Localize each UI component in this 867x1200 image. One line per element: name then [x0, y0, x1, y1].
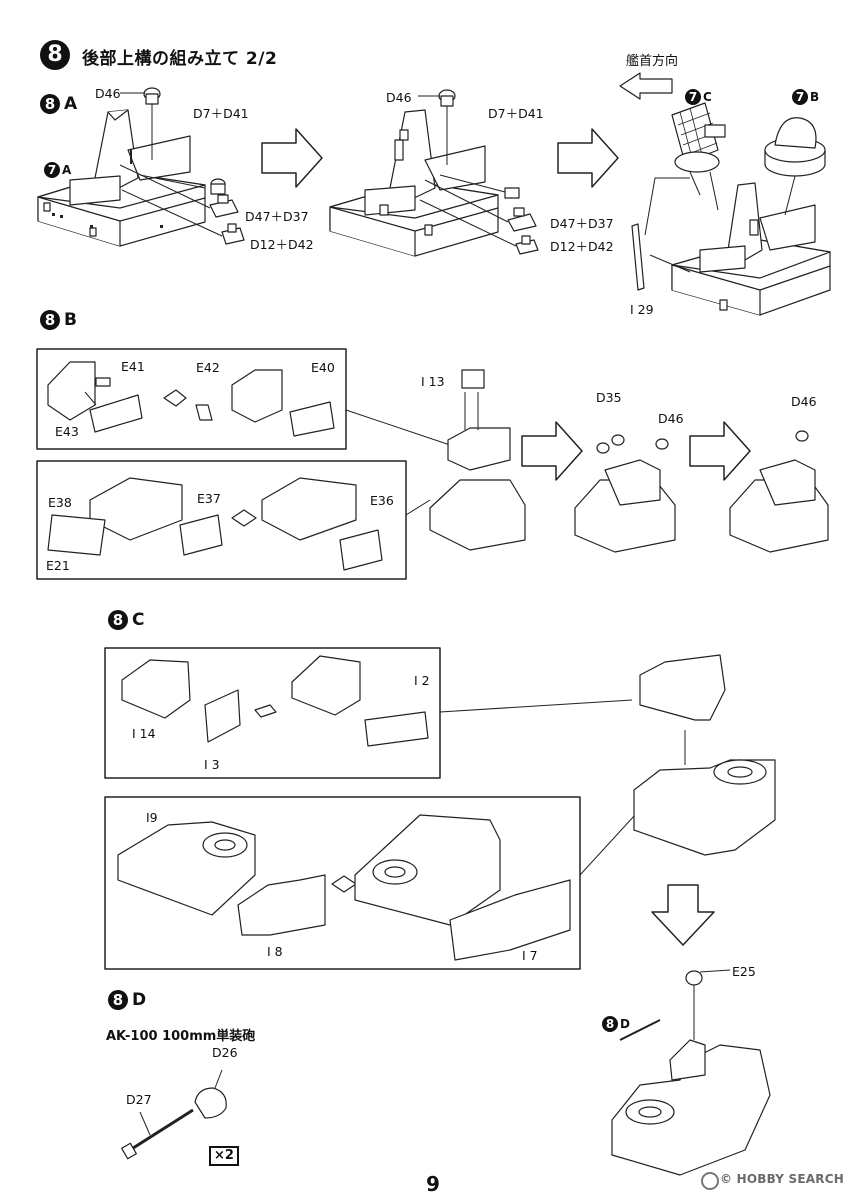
part-label: E42	[196, 360, 220, 375]
part-label: D27	[126, 1092, 152, 1107]
substep-8b-letter: B	[64, 310, 77, 330]
subassembly-box-c1	[104, 647, 441, 779]
ref-8d-badge: 8	[602, 1016, 618, 1032]
page-title: 後部上構の組み立て 2/2	[82, 49, 278, 69]
part-label: D7＋D41	[193, 106, 249, 121]
bow-direction-arrow	[619, 72, 673, 100]
substep-8c-badge: 8	[108, 610, 128, 630]
subassembly-box-b2	[36, 460, 407, 580]
c1-parts	[121, 655, 429, 747]
substep-8a-letter: A	[64, 94, 78, 114]
b2-parts	[47, 477, 383, 571]
part-label: D26	[212, 1045, 238, 1060]
parts-a1	[119, 87, 245, 245]
part-label: I 2	[414, 673, 430, 688]
ref-7a-badge: 7	[44, 162, 60, 178]
part-label: D46	[658, 411, 684, 426]
ref-7c-badge: 7	[685, 89, 701, 105]
part-label: D46	[95, 86, 121, 101]
b-result-1	[574, 434, 676, 553]
subassembly-box-b1	[36, 348, 347, 450]
radar-7c	[671, 102, 726, 211]
part-label: E38	[48, 495, 72, 510]
part-label: I 13	[421, 374, 445, 389]
part-label: D46	[791, 394, 817, 409]
ref-7c-letter: C	[703, 90, 712, 104]
process-arrow-4	[689, 421, 751, 481]
process-arrow-2	[557, 128, 619, 188]
part-label: E25	[732, 964, 756, 979]
callout-line-b2	[405, 499, 431, 516]
part-label: I 8	[267, 944, 283, 959]
callout-line-b1	[345, 409, 451, 446]
c2-parts	[117, 814, 571, 961]
part-label: E43	[55, 424, 79, 439]
substep-8d-badge: 8	[108, 990, 128, 1010]
part-label: I 7	[522, 948, 538, 963]
c-result-parts	[633, 654, 776, 856]
part-label: E41	[121, 359, 145, 374]
subassembly-box-c2	[104, 796, 581, 970]
superstructure-base-3	[671, 182, 831, 316]
part-label: E37	[197, 491, 221, 506]
page-number: 9	[426, 1172, 440, 1196]
part-label: E40	[311, 360, 335, 375]
quantity-multiplier: ×2	[209, 1146, 239, 1166]
part-label: I 14	[132, 726, 156, 741]
part-label: D47＋D37	[550, 216, 614, 231]
ref-7b-badge: 7	[792, 89, 808, 105]
process-arrow-1	[261, 128, 323, 188]
callout-line-c1	[439, 699, 633, 713]
part-label: D12＋D42	[550, 239, 614, 254]
part-label: D47＋D37	[245, 209, 309, 224]
gun-ak100	[121, 1069, 227, 1160]
callout-line-c2	[579, 814, 636, 876]
substep-8a-badge: 8	[40, 94, 60, 114]
ref-7b-letter: B	[810, 90, 820, 104]
step-8-badge: 8	[40, 40, 70, 70]
part-label: E21	[46, 558, 70, 573]
process-arrow-3	[521, 421, 583, 481]
b1-parts	[47, 361, 335, 437]
process-arrow-down	[651, 884, 715, 946]
superstructure-base-2	[329, 109, 499, 257]
parts-a2	[418, 89, 539, 255]
ref-8d-letter: D	[620, 1017, 630, 1031]
c-final-assembly	[611, 969, 771, 1176]
dome-7b	[764, 117, 826, 216]
superstructure-base-1	[37, 109, 206, 247]
part-label: I 3	[204, 757, 220, 772]
part-label: I9	[146, 810, 158, 825]
part-label: I 29	[630, 302, 654, 317]
watermark: © HOBBY SEARCH	[720, 1172, 844, 1186]
part-label: D12＋D42	[250, 237, 314, 252]
part-label: E36	[370, 493, 394, 508]
part-label: D46	[386, 90, 412, 105]
substep-8b-badge: 8	[40, 310, 60, 330]
substep-8c-letter: C	[132, 610, 145, 630]
bow-direction-label: 艦首方向	[626, 54, 679, 69]
b-center-parts	[429, 369, 526, 551]
b-result-2	[729, 430, 829, 553]
ref-7a-letter: A	[62, 163, 72, 177]
part-label: D7＋D41	[488, 106, 544, 121]
part-label: D35	[596, 390, 622, 405]
gun-subtitle: AK-100 100mm単装砲	[106, 1029, 256, 1044]
substep-8d-letter: D	[132, 990, 147, 1010]
watermark-logo-icon	[701, 1172, 719, 1190]
pole-i29	[631, 177, 691, 291]
